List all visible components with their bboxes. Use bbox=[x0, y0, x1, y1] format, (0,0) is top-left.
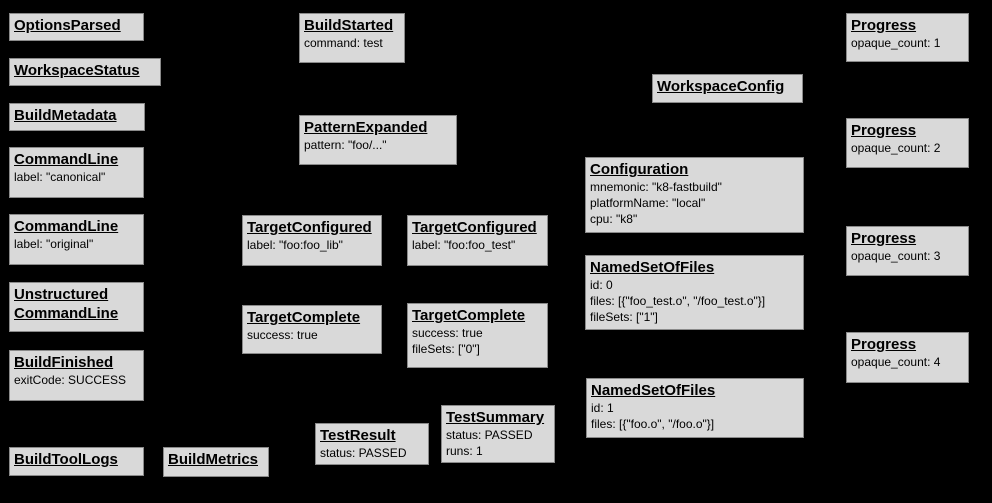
node-body: status: PASSED bbox=[320, 446, 407, 460]
node-body: command: test bbox=[304, 36, 383, 50]
node-body: opaque_count: 4 bbox=[851, 355, 941, 369]
node-workspace-config: WorkspaceConfig bbox=[652, 74, 803, 103]
node-title: TestSummary bbox=[446, 409, 545, 426]
node-body: label: "original" bbox=[14, 237, 94, 251]
node-title: BuildMetrics bbox=[168, 451, 259, 468]
node-title: WorkspaceStatus bbox=[14, 62, 140, 79]
node-workspace-status: WorkspaceStatus bbox=[9, 58, 161, 86]
node-title: CommandLine bbox=[14, 151, 119, 168]
node-target-complete-foo-lib: TargetComplete success: true bbox=[242, 305, 382, 354]
node-test-result: TestResult status: PASSED bbox=[315, 423, 429, 465]
node-options-parsed: OptionsParsed bbox=[9, 13, 144, 41]
node-build-metadata: BuildMetadata bbox=[9, 103, 145, 131]
node-target-configured-foo-test: TargetConfigured label: "foo:foo_test" bbox=[407, 215, 548, 266]
node-configuration: Configuration mnemonic: "k8-fastbuild" p… bbox=[585, 157, 804, 233]
node-body: label: "canonical" bbox=[14, 170, 106, 184]
node-title: NamedSetOfFiles bbox=[590, 259, 715, 276]
node-unstructured-command-line: Unstructured CommandLine bbox=[9, 282, 144, 332]
node-title: Progress bbox=[851, 122, 917, 139]
node-title: OptionsParsed bbox=[14, 17, 121, 34]
node-body: opaque_count: 1 bbox=[851, 36, 941, 50]
node-title: Progress bbox=[851, 230, 917, 247]
node-title: TargetConfigured bbox=[412, 219, 537, 236]
node-title: CommandLine bbox=[14, 218, 119, 235]
node-title: TargetComplete bbox=[412, 307, 526, 324]
node-title: Unstructured CommandLine bbox=[14, 286, 119, 322]
node-body: success: true fileSets: ["0"] bbox=[412, 326, 483, 356]
node-title: BuildStarted bbox=[304, 17, 394, 34]
node-title: PatternExpanded bbox=[304, 119, 428, 136]
node-title: TestResult bbox=[320, 427, 396, 444]
node-title: BuildToolLogs bbox=[14, 451, 118, 468]
node-body: mnemonic: "k8-fastbuild" platformName: "… bbox=[590, 180, 722, 226]
node-body: id: 1 files: [{"foo.o", "/foo.o"}] bbox=[591, 401, 715, 431]
node-named-set-of-files-1: NamedSetOfFiles id: 1 files: [{"foo.o", … bbox=[586, 378, 804, 438]
node-title: WorkspaceConfig bbox=[657, 78, 785, 95]
node-body: label: "foo:foo_test" bbox=[412, 238, 516, 252]
node-progress-3: Progress opaque_count: 3 bbox=[846, 226, 969, 276]
node-target-configured-foo-lib: TargetConfigured label: "foo:foo_lib" bbox=[242, 215, 382, 266]
node-body: success: true bbox=[247, 328, 318, 342]
node-command-line-original: CommandLine label: "original" bbox=[9, 214, 144, 265]
node-build-tool-logs: BuildToolLogs bbox=[9, 447, 144, 476]
node-target-complete-foo-test: TargetComplete success: true fileSets: [… bbox=[407, 303, 548, 368]
node-body: opaque_count: 3 bbox=[851, 249, 941, 263]
node-build-started: BuildStarted command: test bbox=[299, 13, 405, 63]
node-title: Progress bbox=[851, 336, 917, 353]
node-build-finished: BuildFinished exitCode: SUCCESS bbox=[9, 350, 144, 401]
node-title: TargetConfigured bbox=[247, 219, 372, 236]
node-test-summary: TestSummary status: PASSED runs: 1 bbox=[441, 405, 555, 463]
node-build-metrics: BuildMetrics bbox=[163, 447, 269, 477]
node-pattern-expanded: PatternExpanded pattern: "foo/..." bbox=[299, 115, 457, 165]
node-command-line-canonical: CommandLine label: "canonical" bbox=[9, 147, 144, 198]
node-title: BuildMetadata bbox=[14, 107, 117, 124]
node-body: id: 0 files: [{"foo_test.o", "/foo_test.… bbox=[590, 278, 766, 324]
node-body: status: PASSED runs: 1 bbox=[446, 428, 533, 458]
node-title: TargetComplete bbox=[247, 309, 361, 326]
node-title: Configuration bbox=[590, 161, 689, 178]
node-body: exitCode: SUCCESS bbox=[14, 373, 127, 387]
node-title: BuildFinished bbox=[14, 354, 114, 371]
node-named-set-of-files-0: NamedSetOfFiles id: 0 files: [{"foo_test… bbox=[585, 255, 804, 330]
node-title: Progress bbox=[851, 17, 917, 34]
node-body: label: "foo:foo_lib" bbox=[247, 238, 343, 252]
node-progress-1: Progress opaque_count: 1 bbox=[846, 13, 969, 62]
node-body: opaque_count: 2 bbox=[851, 141, 941, 155]
node-progress-4: Progress opaque_count: 4 bbox=[846, 332, 969, 383]
node-title: NamedSetOfFiles bbox=[591, 382, 716, 399]
node-progress-2: Progress opaque_count: 2 bbox=[846, 118, 969, 168]
node-body: pattern: "foo/..." bbox=[304, 138, 387, 152]
